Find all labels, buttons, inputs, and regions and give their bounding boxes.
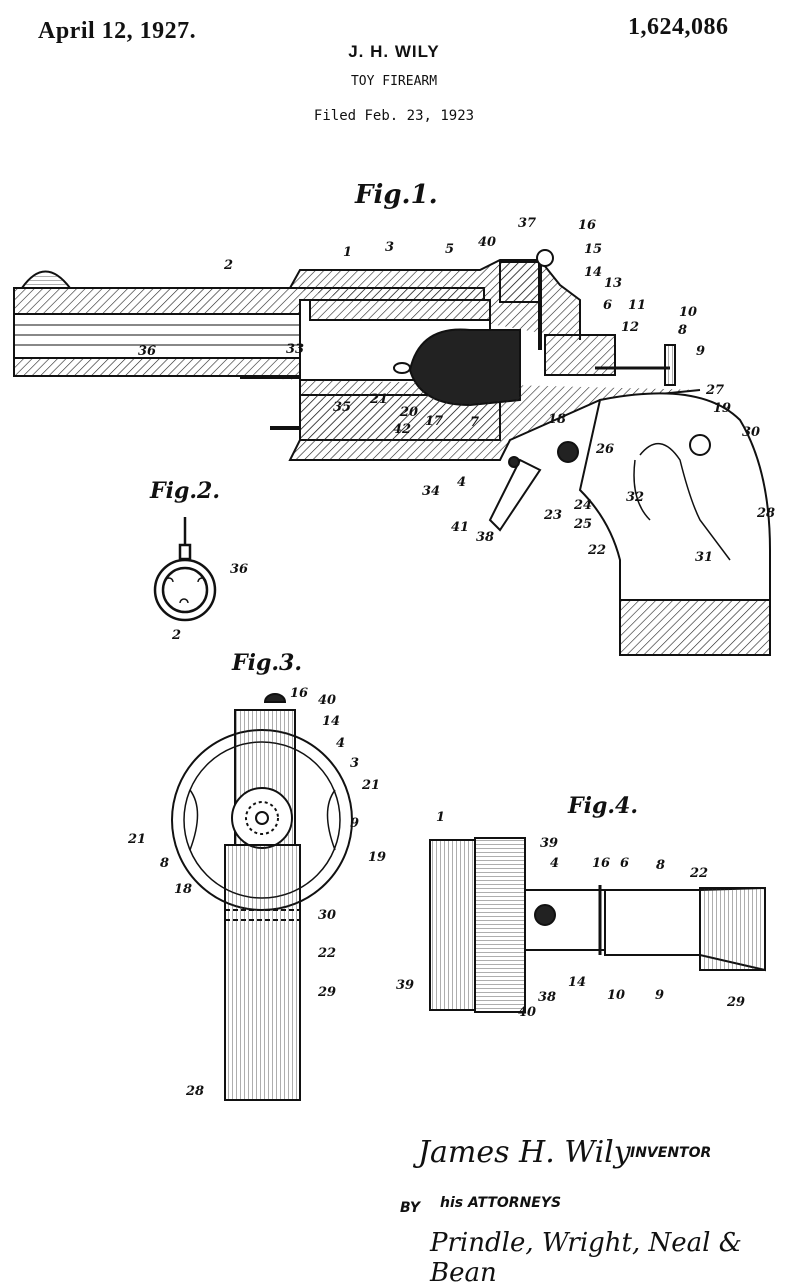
ref-numeral: 22 [588,543,607,558]
ref-numeral: 25 [574,517,593,532]
ref-numeral: 12 [621,320,640,335]
ref-numeral: 21 [128,832,147,847]
fig1-label: Fig.1. [355,180,438,210]
ref-numeral: 22 [690,866,709,881]
ref-numeral: 19 [368,850,387,865]
ref-numeral: 38 [476,530,495,545]
ref-numeral: 3 [350,756,360,771]
fig4-drawing [429,837,766,1013]
patent-number: 1,624,086 [628,14,729,40]
ref-numeral: 35 [333,400,352,415]
ref-numeral: 41 [451,520,470,535]
fig2-label: Fig.2. [150,478,220,504]
ref-numeral: 37 [518,216,537,231]
ref-numeral: 23 [544,508,563,523]
ref-numeral: 7 [470,415,480,430]
ref-numeral: 39 [540,836,559,851]
ref-numeral: 27 [706,383,725,398]
ref-numeral: 34 [422,484,441,499]
inventor-signature: James H. Wily [418,1135,631,1170]
ref-numeral: 8 [678,323,688,338]
ref-numeral: 15 [584,242,603,257]
ref-numeral: 18 [174,882,193,897]
ref-numeral: 16 [592,856,611,871]
fig3-drawing [171,693,353,1101]
ref-numeral: 18 [548,412,567,427]
ref-numeral: 40 [518,1005,537,1020]
by-label: BY [400,1200,421,1216]
ref-numeral: 17 [425,414,444,429]
patent-title: TOY FIREARM [350,74,438,89]
ref-numeral: 9 [696,344,706,359]
filed-date: Filed Feb. 23, 1923 [313,108,475,124]
ref-numeral: 30 [742,425,761,440]
ref-numeral: 1 [436,810,446,825]
ref-numeral: 14 [568,975,587,990]
inventor-name: J. H. WILY [348,42,440,61]
ref-numeral: 21 [362,778,381,793]
patent-date: April 12, 1927. [38,18,197,44]
inventor-label: INVENTOR [630,1145,712,1161]
fig3-label: Fig.3. [232,650,302,676]
fig2-drawing [153,517,217,622]
ref-numeral: 30 [318,908,337,923]
ref-numeral: 14 [322,714,341,729]
ref-numeral: 4 [457,475,467,490]
ref-numeral: 5 [445,242,455,257]
ref-numeral: 24 [574,498,593,513]
ref-numeral: 3 [385,240,395,255]
ref-numeral: 9 [655,988,665,1003]
ref-numeral: 1 [343,245,353,260]
ref-numeral: 16 [290,686,309,701]
ref-numeral: 2 [224,258,234,273]
ref-numeral: 33 [286,342,305,357]
ref-numeral: 11 [628,298,647,313]
ref-numeral: 20 [400,405,419,420]
ref-numeral: 4 [336,736,346,751]
ref-numeral: 10 [607,988,626,1003]
ref-numeral: 29 [727,995,746,1010]
ref-numeral: 8 [656,858,666,873]
ref-numeral: 36 [230,562,249,577]
ref-numeral: 8 [160,856,170,871]
ref-numeral: 40 [478,235,497,250]
ref-numeral: 32 [626,490,645,505]
ref-numeral: 28 [186,1084,205,1099]
ref-numeral: 4 [550,856,560,871]
ref-numeral: 6 [603,298,613,313]
ref-numeral: 6 [620,856,630,871]
ref-numeral: 38 [538,990,557,1005]
ref-numeral: 2 [172,628,182,643]
ref-numeral: 36 [138,344,157,359]
ref-numeral: 13 [604,276,623,291]
ref-numeral: 40 [318,693,337,708]
ref-numeral: 14 [584,265,603,280]
ref-numeral: 28 [757,506,776,521]
ref-numeral: 9 [350,816,360,831]
fig4-label: Fig.4. [568,793,638,819]
ref-numeral: 16 [578,218,597,233]
fig1-drawing [13,249,771,656]
ref-numeral: 10 [679,305,698,320]
ref-numeral: 29 [318,985,337,1000]
ref-numeral: 39 [396,978,415,993]
ref-numeral: 26 [596,442,615,457]
ref-numeral: 19 [713,401,732,416]
attorneys-label: his ATTORNEYS [440,1195,562,1211]
ref-numeral: 22 [318,946,337,961]
attorneys-signature: Prindle, Wright, Neal & Bean [430,1228,742,1288]
ref-numeral: 31 [695,550,714,565]
ref-numeral: 21 [370,392,389,407]
ref-numeral: 42 [393,422,412,437]
